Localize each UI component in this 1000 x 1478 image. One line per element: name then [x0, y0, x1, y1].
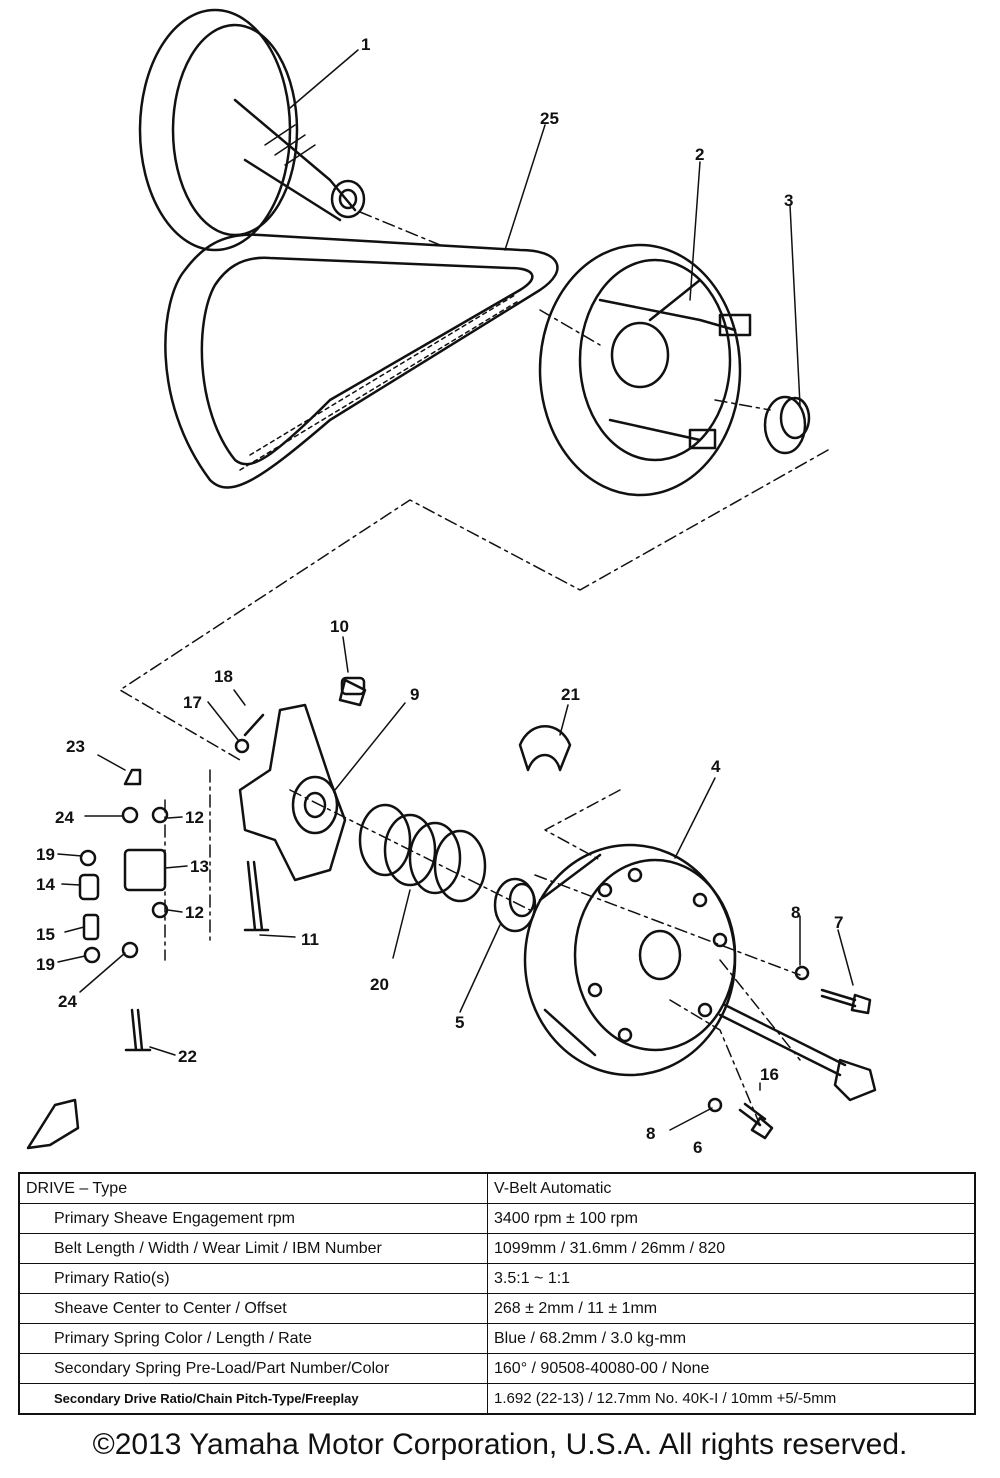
spec-label: DRIVE – Type — [18, 1172, 488, 1204]
callout-9: 9 — [410, 685, 419, 704]
callout-15: 15 — [36, 925, 55, 944]
callout-12-upper: 12 — [185, 808, 204, 827]
exploded-parts-diagram: 1 2 3 4 5 6 7 8 8 9 10 11 12 12 13 14 15… — [26, 8, 877, 1157]
spec-row: Secondary Drive Ratio/Chain Pitch-Type/F… — [18, 1383, 976, 1415]
callout-14: 14 — [36, 875, 55, 894]
bushing-part — [763, 395, 811, 455]
callout-20: 20 — [370, 975, 389, 994]
guide-bracket-part — [238, 678, 367, 882]
callout-21: 21 — [561, 685, 580, 704]
callout-19-lower: 19 — [36, 955, 55, 974]
callout-3: 3 — [784, 191, 793, 210]
long-bolt-part — [718, 1003, 877, 1102]
washer-part — [794, 965, 810, 981]
spec-value: 268 ± 2mm / 11 ± 1mm — [487, 1293, 976, 1324]
callout-11: 11 — [301, 930, 319, 949]
callout-4: 4 — [711, 757, 721, 776]
callout-24-lower: 24 — [58, 992, 77, 1011]
callout-2: 2 — [695, 145, 704, 164]
callout-25: 25 — [540, 109, 559, 128]
drive-belt-part — [164, 233, 559, 489]
callout-18: 18 — [214, 667, 233, 686]
callout-17: 17 — [183, 693, 202, 712]
callout-7: 7 — [834, 913, 843, 932]
callout-1: 1 — [361, 35, 370, 54]
movable-sheave-part — [523, 843, 737, 1077]
primary-sheave-part — [138, 8, 366, 252]
spec-row: Belt Length / Width / Wear Limit / IBM N… — [18, 1233, 976, 1264]
spec-value: 3.5:1 ~ 1:1 — [487, 1263, 976, 1294]
fastener-cluster — [78, 676, 366, 1052]
short-bolt-part — [738, 1102, 774, 1140]
callout-24-upper: 24 — [55, 808, 74, 827]
callout-8-upper: 8 — [791, 903, 800, 922]
spec-label: Primary Spring Color / Length / Rate — [18, 1323, 488, 1354]
callout-19-upper: 19 — [36, 845, 55, 864]
spec-value: Blue / 68.2mm / 3.0 kg-mm — [487, 1323, 976, 1354]
callout-5: 5 — [455, 1013, 464, 1032]
callout-10: 10 — [330, 617, 349, 636]
spec-label: Secondary Drive Ratio/Chain Pitch-Type/F… — [18, 1383, 488, 1415]
callout-6: 6 — [693, 1138, 702, 1157]
small-bolt-part — [820, 988, 872, 1015]
spec-label: Primary Sheave Engagement rpm — [18, 1203, 488, 1234]
spec-row: Primary Ratio(s)3.5:1 ~ 1:1 — [18, 1263, 976, 1294]
spring-part — [358, 803, 487, 903]
callout-22: 22 — [178, 1047, 197, 1066]
secondary-fixed-sheave-part — [538, 243, 752, 497]
callout-16: 16 — [760, 1065, 779, 1084]
copyright-notice: ©2013 Yamaha Motor Corporation, U.S.A. A… — [92, 1428, 908, 1461]
washer-part — [707, 1097, 723, 1113]
spec-value: 3400 rpm ± 100 rpm — [487, 1203, 976, 1234]
spec-value: 160° / 90508-40080-00 / None — [487, 1353, 976, 1384]
spec-value: 1.692 (22-13) / 12.7mm No. 40K-I / 10mm … — [487, 1383, 976, 1415]
yamaha-logo-mark — [26, 1098, 80, 1150]
spring-bushing-part — [493, 877, 537, 933]
spec-value: V-Belt Automatic — [487, 1172, 976, 1204]
spec-label: Sheave Center to Center / Offset — [18, 1293, 488, 1324]
spec-value: 1099mm / 31.6mm / 26mm / 820 — [487, 1233, 976, 1264]
callout-8-lower: 8 — [646, 1124, 655, 1143]
spec-label: Belt Length / Width / Wear Limit / IBM N… — [18, 1233, 488, 1264]
callout-13: 13 — [190, 857, 209, 876]
callout-23: 23 — [66, 737, 85, 756]
spec-row: Secondary Spring Pre-Load/Part Number/Co… — [18, 1353, 976, 1384]
clip-part — [518, 725, 572, 772]
spec-label: Secondary Spring Pre-Load/Part Number/Co… — [18, 1353, 488, 1384]
callout-12-lower: 12 — [185, 903, 204, 922]
spec-label: Primary Ratio(s) — [18, 1263, 488, 1294]
